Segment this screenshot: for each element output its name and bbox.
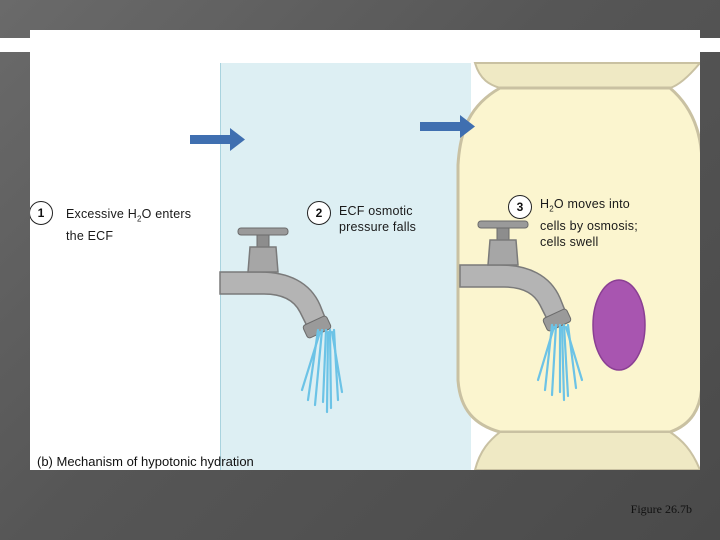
nucleus-icon: [592, 279, 646, 371]
step-2-line2: pressure falls: [339, 220, 417, 234]
step-1-line2: the ECF: [66, 228, 114, 243]
water-stream-icon: [300, 328, 344, 414]
step-2-line1: ECF osmotic: [339, 204, 413, 218]
cell-bottom-neighbor: [473, 431, 700, 470]
step-1-line1: Excessive H: [66, 207, 137, 221]
step-1-line1-rest: O enters: [141, 207, 192, 221]
step-1-subscript: 2: [136, 214, 142, 224]
swollen-cell: [456, 62, 700, 470]
step-number-3: 3: [508, 195, 532, 219]
step-3-text: H2O moves into cells by osmosis; cells s…: [540, 196, 638, 250]
arrow-right-icon: [420, 115, 475, 138]
water-stream-icon: [536, 323, 584, 402]
figure-panel: 1 Excessive H2O enters the ECF 2 ECF osm…: [30, 30, 700, 470]
figure-number-label: Figure 26.7b: [630, 502, 692, 516]
step-3-line3: cells swell: [540, 234, 599, 249]
step-2-text: ECF osmotic pressure falls: [339, 203, 416, 235]
cell-top-neighbor: [473, 62, 700, 89]
step-3-line1: H: [540, 197, 550, 211]
step-number-2: 2: [307, 201, 331, 225]
step-number-1: 1: [30, 201, 53, 225]
arrow-right-icon: [190, 128, 245, 151]
step-3-line1-rest: O moves into: [553, 197, 630, 211]
step-3-subscript: 2: [549, 204, 554, 214]
faucet-icon: [459, 220, 572, 332]
figure-caption: (b) Mechanism of hypotonic hydration: [37, 454, 254, 469]
diagram-canvas: [190, 62, 700, 470]
faucet-icon: [219, 227, 332, 339]
step-3-line2: cells by osmosis;: [540, 218, 638, 233]
step-1-text: Excessive H2O enters the ECF: [66, 206, 191, 244]
